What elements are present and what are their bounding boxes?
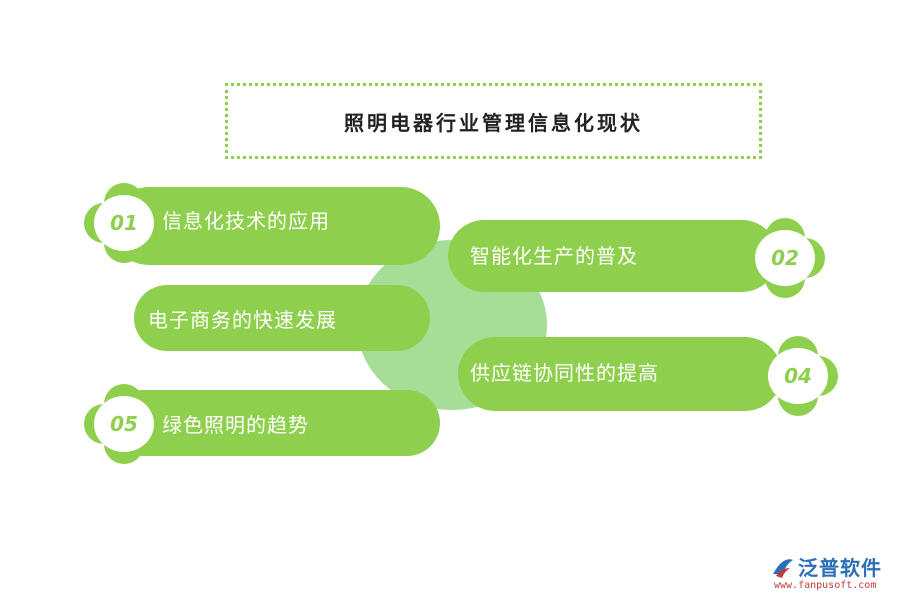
page-title: 照明电器行业管理信息化现状	[344, 110, 643, 135]
item-label-5: 绿色照明的趋势	[162, 412, 309, 437]
number-badge-2: 02	[745, 218, 825, 298]
number-badge-4: 04	[758, 336, 838, 416]
badge-number-2: 02	[755, 230, 815, 286]
item-label-2: 智能化生产的普及	[470, 244, 638, 268]
number-badge-1: 01	[84, 183, 164, 263]
item-pill-2: 智能化生产的普及	[448, 220, 778, 292]
item-label-1: 信息化技术的应用	[162, 209, 330, 233]
title-box: 照明电器行业管理信息化现状	[225, 83, 762, 159]
number-badge-5: 05	[84, 384, 164, 464]
logo-url: www.fanpusoft.com	[774, 580, 877, 591]
logo-name: 泛普软件	[798, 556, 882, 580]
badge-number-5: 05	[94, 396, 154, 452]
badge-number-4: 04	[768, 348, 828, 404]
badge-number-1: 01	[94, 195, 154, 251]
logo-icon	[773, 559, 793, 578]
item-pill-1: 信息化技术的应用	[110, 187, 440, 265]
item-pill-4: 供应链协同性的提高	[458, 337, 782, 411]
item-label-4: 供应链协同性的提高	[470, 361, 659, 385]
item-pill-5: 绿色照明的趋势	[110, 390, 440, 456]
item-label-3: 电子商务的快速发展	[148, 307, 337, 332]
brand-logo: 泛普软件 www.fanpusoft.com	[770, 552, 895, 596]
item-pill-3: 电子商务的快速发展	[134, 285, 430, 351]
